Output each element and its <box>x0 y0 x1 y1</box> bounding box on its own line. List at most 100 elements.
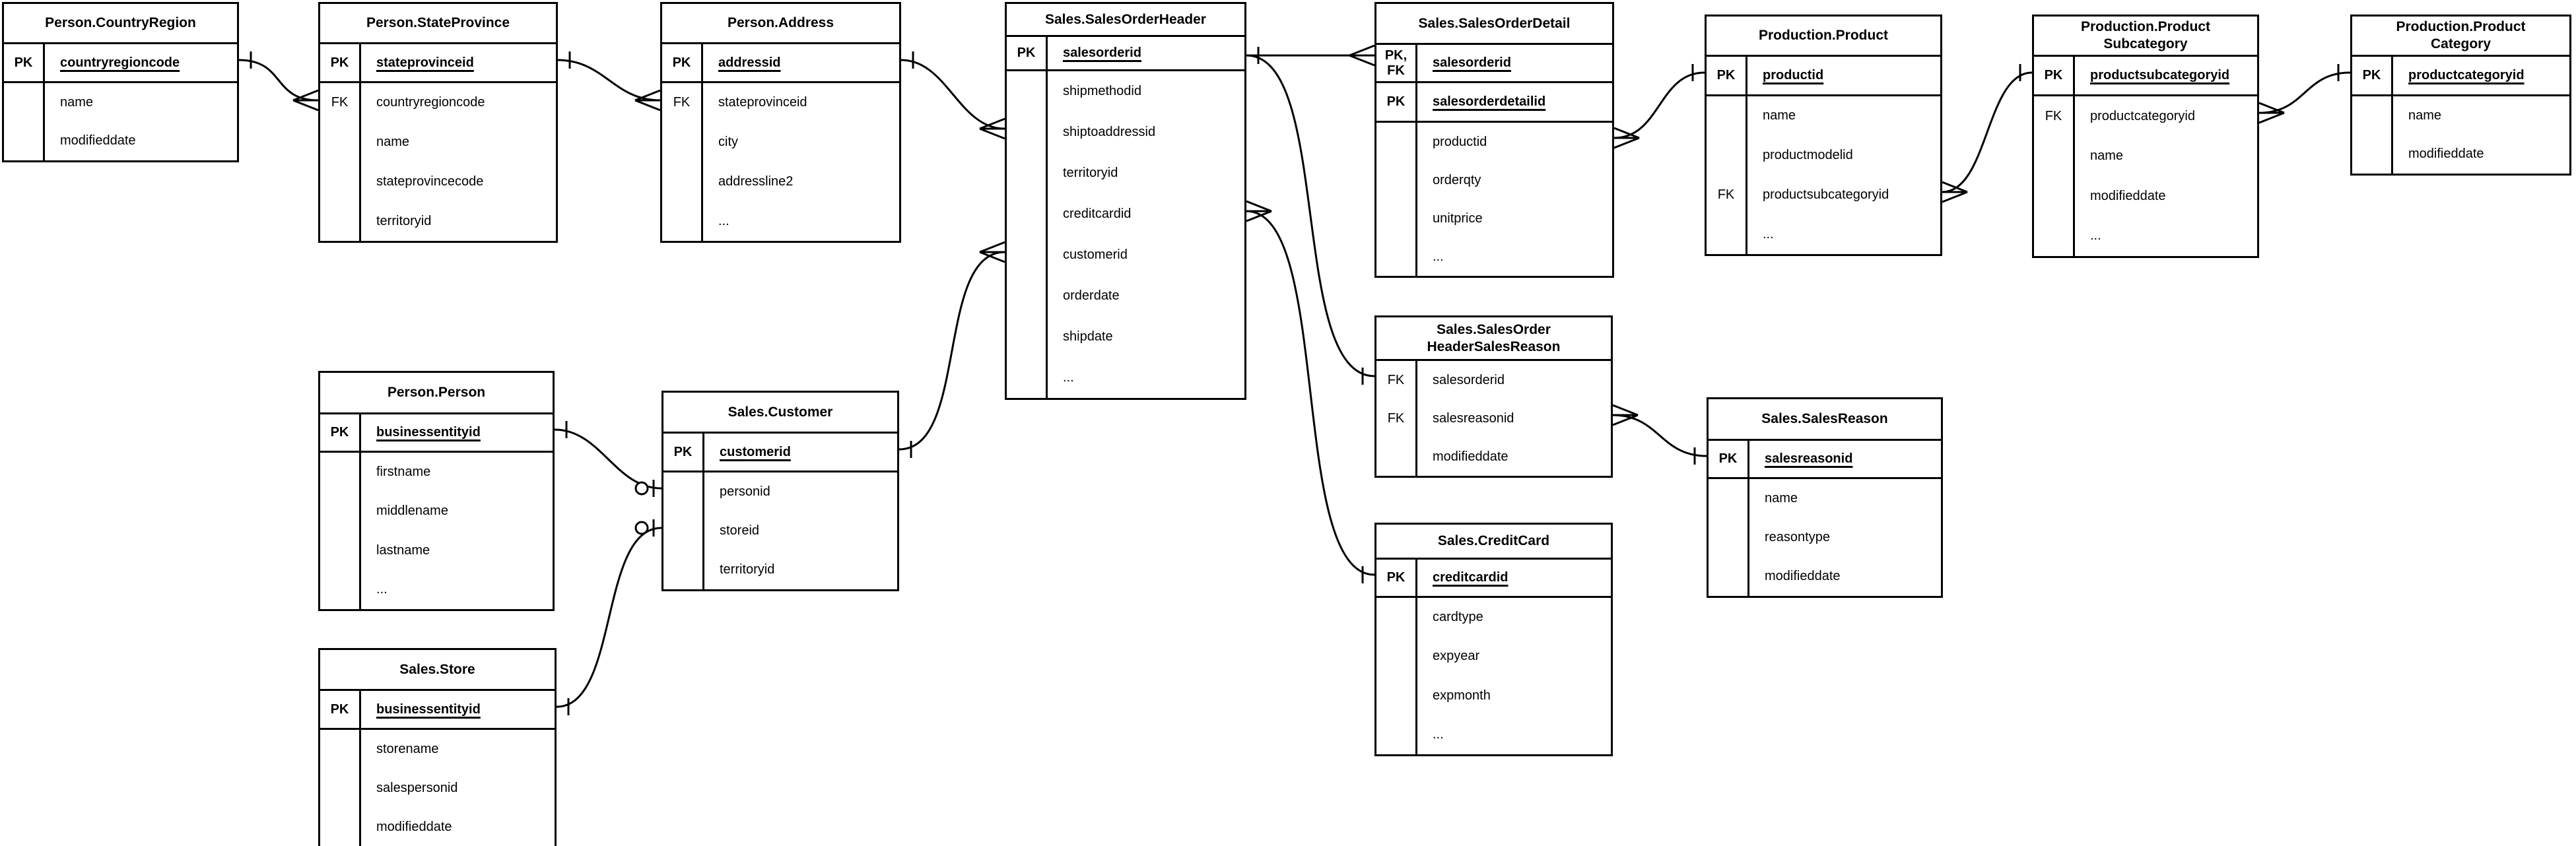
field-name: shipdate <box>1063 329 1113 344</box>
key-badge <box>662 122 703 162</box>
key-badge: PK <box>4 44 45 81</box>
field-name: ... <box>1063 370 1074 385</box>
field-cell: modifieddate <box>1417 438 1611 476</box>
field-cell: salesorderid <box>1417 361 1611 399</box>
attributes-section: name modifieddate <box>2352 94 2569 174</box>
key-badge <box>2034 216 2075 256</box>
key-badge: PK <box>1376 560 1417 596</box>
field-name: name <box>2090 148 2124 164</box>
field-name: customerid <box>1063 247 1128 262</box>
field-cell: name <box>361 123 556 162</box>
primary-key-field-name: productid <box>1763 68 1824 82</box>
field-row: modifieddate <box>2352 135 2569 174</box>
connector-store-to-customer <box>556 527 662 708</box>
entity-title-line: Sales.CreditCard <box>1437 533 1550 548</box>
key-badge-text: PK <box>330 701 349 717</box>
key-badge-text: PK <box>673 444 693 459</box>
field-row: ... <box>1376 238 1612 276</box>
field-cell: salespersonid <box>361 769 555 808</box>
field-row: personid <box>663 472 897 511</box>
key-badge <box>1707 135 1747 176</box>
field-row: unitprice <box>1376 199 1612 238</box>
field-name: ... <box>1433 727 1444 742</box>
field-name: lastname <box>376 542 430 558</box>
key-badge-text: PK <box>330 55 349 70</box>
entity-title-line: Production.Product <box>2081 19 2210 34</box>
key-badge <box>320 453 361 492</box>
key-badge-text: PK <box>1386 94 1406 109</box>
field-name: name <box>2408 108 2442 123</box>
field-name: reasontype <box>1765 530 1830 544</box>
key-row: PK productsubcategoryid <box>2034 55 2257 94</box>
field-name: ... <box>718 213 729 228</box>
entity-title: Sales.Store <box>320 650 555 689</box>
field-cell: modifieddate <box>45 122 237 161</box>
entity-title: Sales.Customer <box>663 393 897 432</box>
key-badge-text: PK <box>1718 451 1738 466</box>
entity-title-line: HeaderSalesReason <box>1427 339 1561 354</box>
field-row: orderdate <box>1007 275 1244 317</box>
field-cell: middlename <box>361 492 553 531</box>
primary-key-field-name: customerid <box>720 444 791 459</box>
cardinality-marker-many <box>1942 181 1968 203</box>
entity-title-line: Sales.SalesOrder <box>1437 321 1551 337</box>
key-badge <box>320 201 361 241</box>
field-cell: lastname <box>361 531 553 570</box>
field-row: modifieddate <box>1709 557 1941 596</box>
key-badge <box>1709 518 1749 557</box>
field-cell: businessentityid <box>361 414 553 451</box>
connector-countryregion-to-stateprovince <box>238 59 319 102</box>
entity-title: Person.Person <box>320 373 553 412</box>
field-name: cardtype <box>1433 610 1483 625</box>
key-badge <box>320 730 361 769</box>
key-badge-text: FK <box>673 95 691 110</box>
key-badge <box>663 550 704 589</box>
field-row: lastname <box>320 531 553 570</box>
field-cell: name <box>45 83 237 122</box>
entity-title-line: Sales.SalesOrderDetail <box>1418 15 1571 31</box>
connector-product-to-productsubcategory <box>1942 71 2033 193</box>
key-badge <box>1007 71 1048 112</box>
key-badge <box>320 531 361 570</box>
key-badge: FK <box>2034 96 2075 137</box>
primary-key-field-name: salesorderid <box>1063 46 1141 60</box>
field-cell: customerid <box>1048 235 1244 276</box>
key-badge-text: FK <box>331 95 349 110</box>
key-badge <box>2034 176 2075 216</box>
field-cell: name <box>2075 137 2257 177</box>
field-row: territoryid <box>320 201 556 241</box>
key-badge <box>2352 96 2393 135</box>
field-row: addressline2 <box>662 162 899 202</box>
key-badge: PK <box>320 691 361 728</box>
connector-salesorderdetail-to-product <box>1613 71 1705 139</box>
key-badge <box>320 492 361 531</box>
field-cell: addressline2 <box>703 162 899 202</box>
key-badge <box>320 769 361 808</box>
connector-person-to-customer <box>554 428 662 490</box>
field-row: name <box>4 83 237 122</box>
field-cell: productsubcategoryid <box>2075 57 2257 94</box>
entity-title: Person.StateProvince <box>320 4 556 42</box>
primary-key-field-name: businessentityid <box>376 701 481 717</box>
field-row: shipdate <box>1007 316 1244 358</box>
field-name: ... <box>1433 249 1444 264</box>
key-badge-text: PK <box>2044 68 2063 82</box>
entity-title: Sales.SalesReason <box>1709 399 1941 439</box>
field-row: cardtype <box>1376 598 1611 637</box>
key-badge: FK <box>1707 175 1747 215</box>
field-cell: name <box>1747 96 1940 136</box>
field-cell: countryregioncode <box>45 44 237 81</box>
field-name: salesreasonid <box>1433 410 1514 426</box>
field-cell: productmodelid <box>1747 136 1940 176</box>
connector-headersalesreason-to-salesreason <box>1612 414 1707 457</box>
key-badge: PK <box>1007 37 1048 69</box>
